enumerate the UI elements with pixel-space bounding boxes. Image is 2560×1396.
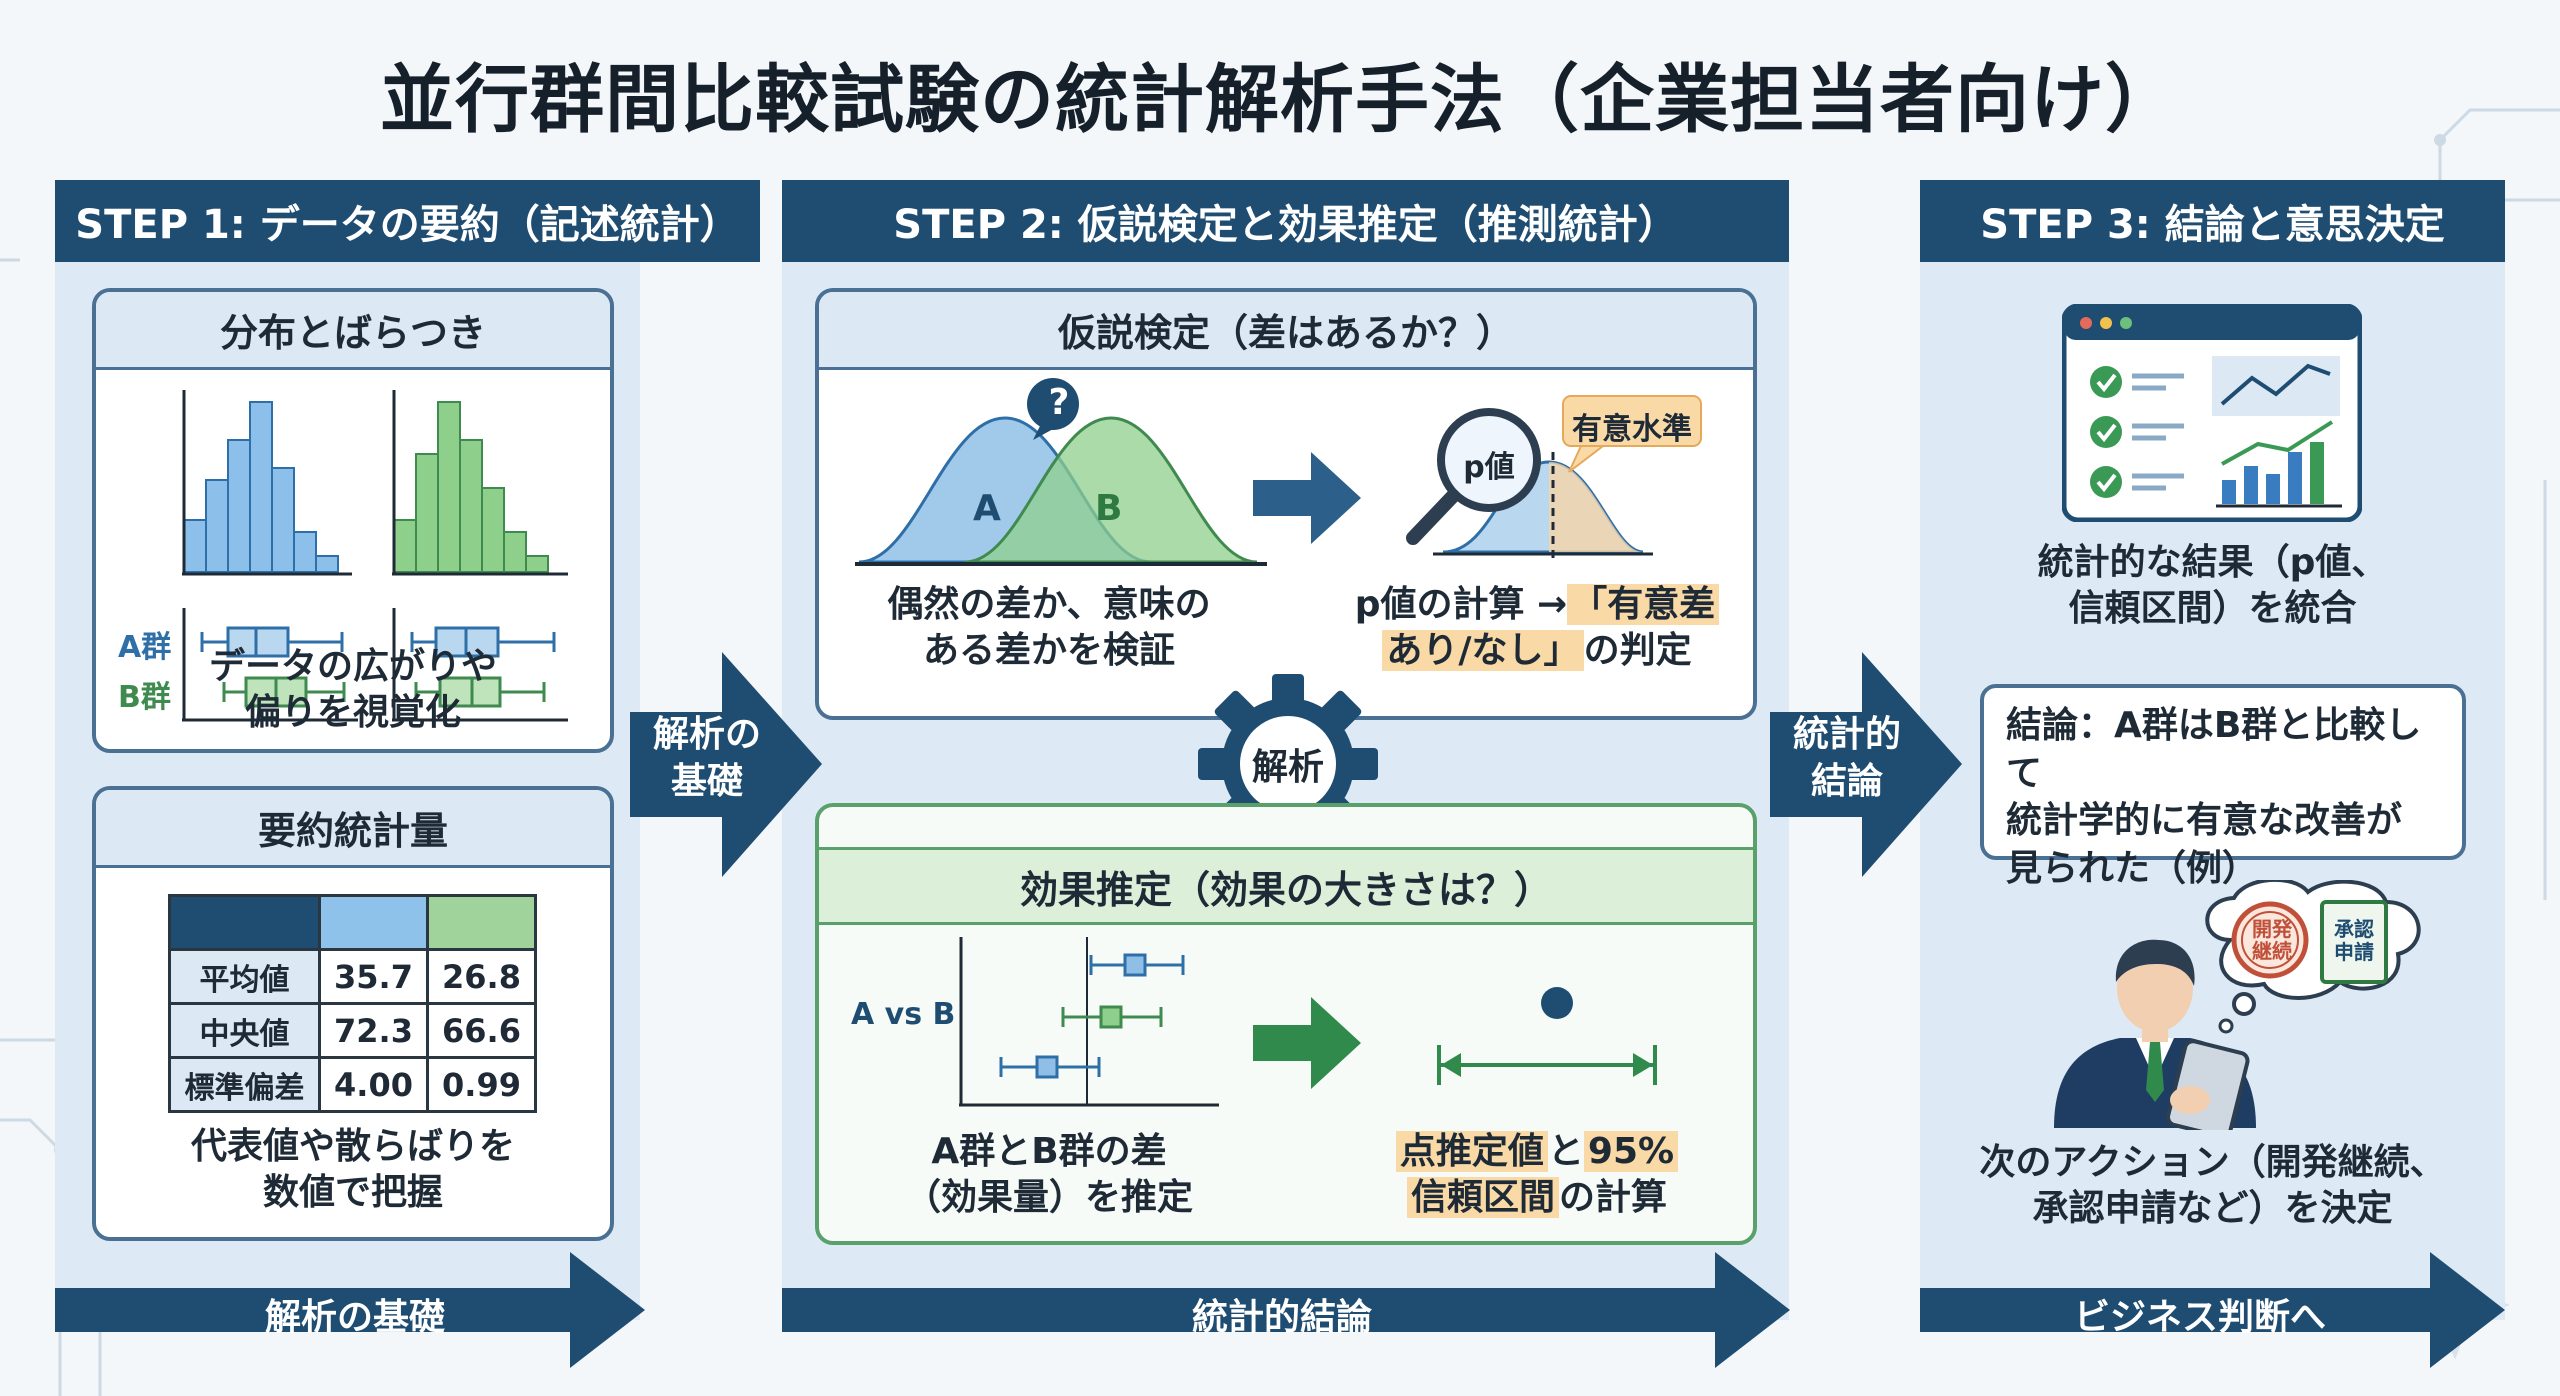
- distribution-card: 分布とばらつき: [92, 288, 614, 753]
- hypothesis-test-card-title: 仮説検定（差はあるか？）: [819, 292, 1753, 370]
- step3-bottom-label: ビジネス判断へ: [2073, 1297, 2326, 1338]
- table-row-label: 標準偏差: [168, 1056, 321, 1113]
- group-b-label: B群: [118, 680, 171, 715]
- effect-left-caption: A群とB群の差 （効果量）を推定: [904, 1131, 1193, 1219]
- summary-stats-card: 要約統計量 平均値 35.7 26.8 中央値 72.3 66.6 標準偏差 4…: [92, 786, 614, 1241]
- approval-application-document: 承認 申請: [2334, 917, 2374, 964]
- summary-stats-caption: 代表値や散らばりを 数値で把握: [190, 1126, 515, 1214]
- summary-stats-card-title: 要約統計量: [96, 790, 610, 868]
- p-value-magnifier-chart: [1406, 395, 1702, 558]
- table-cell: 72.3: [318, 1002, 429, 1059]
- confidence-interval-graphic: [1437, 987, 1657, 1085]
- step3-header: STEP 3: 結論と意思決定: [1920, 180, 2505, 262]
- significance-level-callout: 有意水準: [1572, 412, 1692, 447]
- table-cell: 35.7: [318, 948, 429, 1005]
- table-header-group-b: [426, 894, 537, 951]
- step1-bottom-arrow: [55, 1252, 645, 1368]
- hypothesis-right-caption: p値の計算 →「有意差 あり/なし」の判定: [1317, 582, 1753, 674]
- boxplot-a-right: [410, 626, 556, 658]
- hypothesis-test-card: 仮説検定（差はあるか？） ? A B p値 有意水準 偶然の差か、意味の ある差…: [815, 288, 1757, 720]
- boxplot-a-left: [200, 626, 344, 658]
- group-a-label: A群: [118, 630, 172, 665]
- table-row-label: 平均値: [168, 948, 321, 1005]
- distribution-histograms-boxplots: [182, 390, 568, 576]
- step3-bottom-arrow: [1920, 1252, 2505, 1368]
- p-value-lens-label: p値: [1463, 450, 1515, 485]
- table-row: 標準偏差 4.00 0.99: [168, 1056, 537, 1113]
- page-title: 並行群間比較試験の統計解析手法（企業担当者向け）: [380, 57, 2180, 143]
- distribution-card-title: 分布とばらつき: [96, 292, 610, 370]
- table-cell: 66.6: [426, 1002, 537, 1059]
- table-header-blank: [168, 894, 321, 951]
- table-row: 平均値 35.7 26.8: [168, 948, 537, 1005]
- effect-estimation-card-title: 効果推定（効果の大きさは？）: [819, 847, 1753, 925]
- right-arrow-icon: [1253, 452, 1361, 544]
- results-dashboard-icon: [2062, 304, 2362, 522]
- thought-bubble-icon: [2205, 880, 2421, 1034]
- summary-stats-table: 平均値 35.7 26.8 中央値 72.3 66.6 標準偏差 4.00 0.…: [168, 894, 537, 1113]
- distribution-caption: データの広がりや 偏りを視覚化: [208, 646, 497, 734]
- question-mark-icon: ?: [1048, 382, 1070, 423]
- forest-plot-label: A vs B: [851, 997, 956, 1032]
- gear-label: 解析: [1251, 747, 1324, 788]
- forest-plot: [959, 937, 1219, 1107]
- table-row-label: 中央値: [168, 1002, 321, 1059]
- table-header-row: [168, 894, 537, 951]
- boxplots: [182, 608, 568, 722]
- distribution-b-label: B: [1095, 488, 1123, 529]
- hypothesis-left-caption: 偶然の差か、意味の ある差かを検証: [887, 584, 1211, 672]
- histogram-a: [183, 401, 339, 573]
- step2-bottom-arrow: [782, 1252, 1790, 1368]
- transition-arrow-2: [1770, 652, 1962, 877]
- action-caption: 次のアクション（開発継続、 承認申請など）を決定: [1979, 1142, 2446, 1230]
- step2-bottom-label: 統計的結論: [1191, 1297, 1372, 1338]
- histogram-b: [393, 401, 549, 573]
- conclusion-box: 結論：A群はB群と比較して 統計学的に有意な改善が 見られた（例）: [1980, 684, 2466, 889]
- transition-arrow-1-label: 解析の 基礎: [652, 714, 761, 802]
- results-caption: 統計的な結果（p値、 信頼区間）を統合: [2037, 542, 2388, 630]
- table-header-group-a: [318, 894, 429, 951]
- checklist: [2090, 366, 2184, 498]
- bottom-arrow-bars: [55, 1252, 2505, 1368]
- development-continue-seal: 開発 継続: [2252, 917, 2292, 963]
- effect-estimation-card: 効果推定（効果の大きさは？） A vs B A群とB群の差 （効果量）を推定: [815, 803, 1757, 1245]
- transition-arrow-1: [630, 652, 822, 877]
- table-row: 中央値 72.3 66.6: [168, 1002, 537, 1059]
- distribution-a-label: A: [973, 488, 1001, 529]
- overlapping-distributions: [855, 378, 1267, 566]
- boxplot-b-left: [222, 676, 346, 708]
- step2-header: STEP 2: 仮説検定と効果推定（推測統計）: [782, 180, 1789, 262]
- table-cell: 0.99: [426, 1056, 537, 1113]
- step1-header: STEP 1: データの要約（記述統計）: [55, 180, 760, 262]
- boxplot-b-right: [414, 676, 546, 708]
- green-right-arrow-icon: [1253, 997, 1361, 1089]
- table-cell: 4.00: [318, 1056, 429, 1113]
- step1-bottom-label: 解析の基礎: [264, 1297, 445, 1338]
- businessperson-icon: [2054, 939, 2256, 1130]
- table-cell: 26.8: [426, 948, 537, 1005]
- transition-arrow-2-label: 統計的 結論: [1792, 714, 1901, 802]
